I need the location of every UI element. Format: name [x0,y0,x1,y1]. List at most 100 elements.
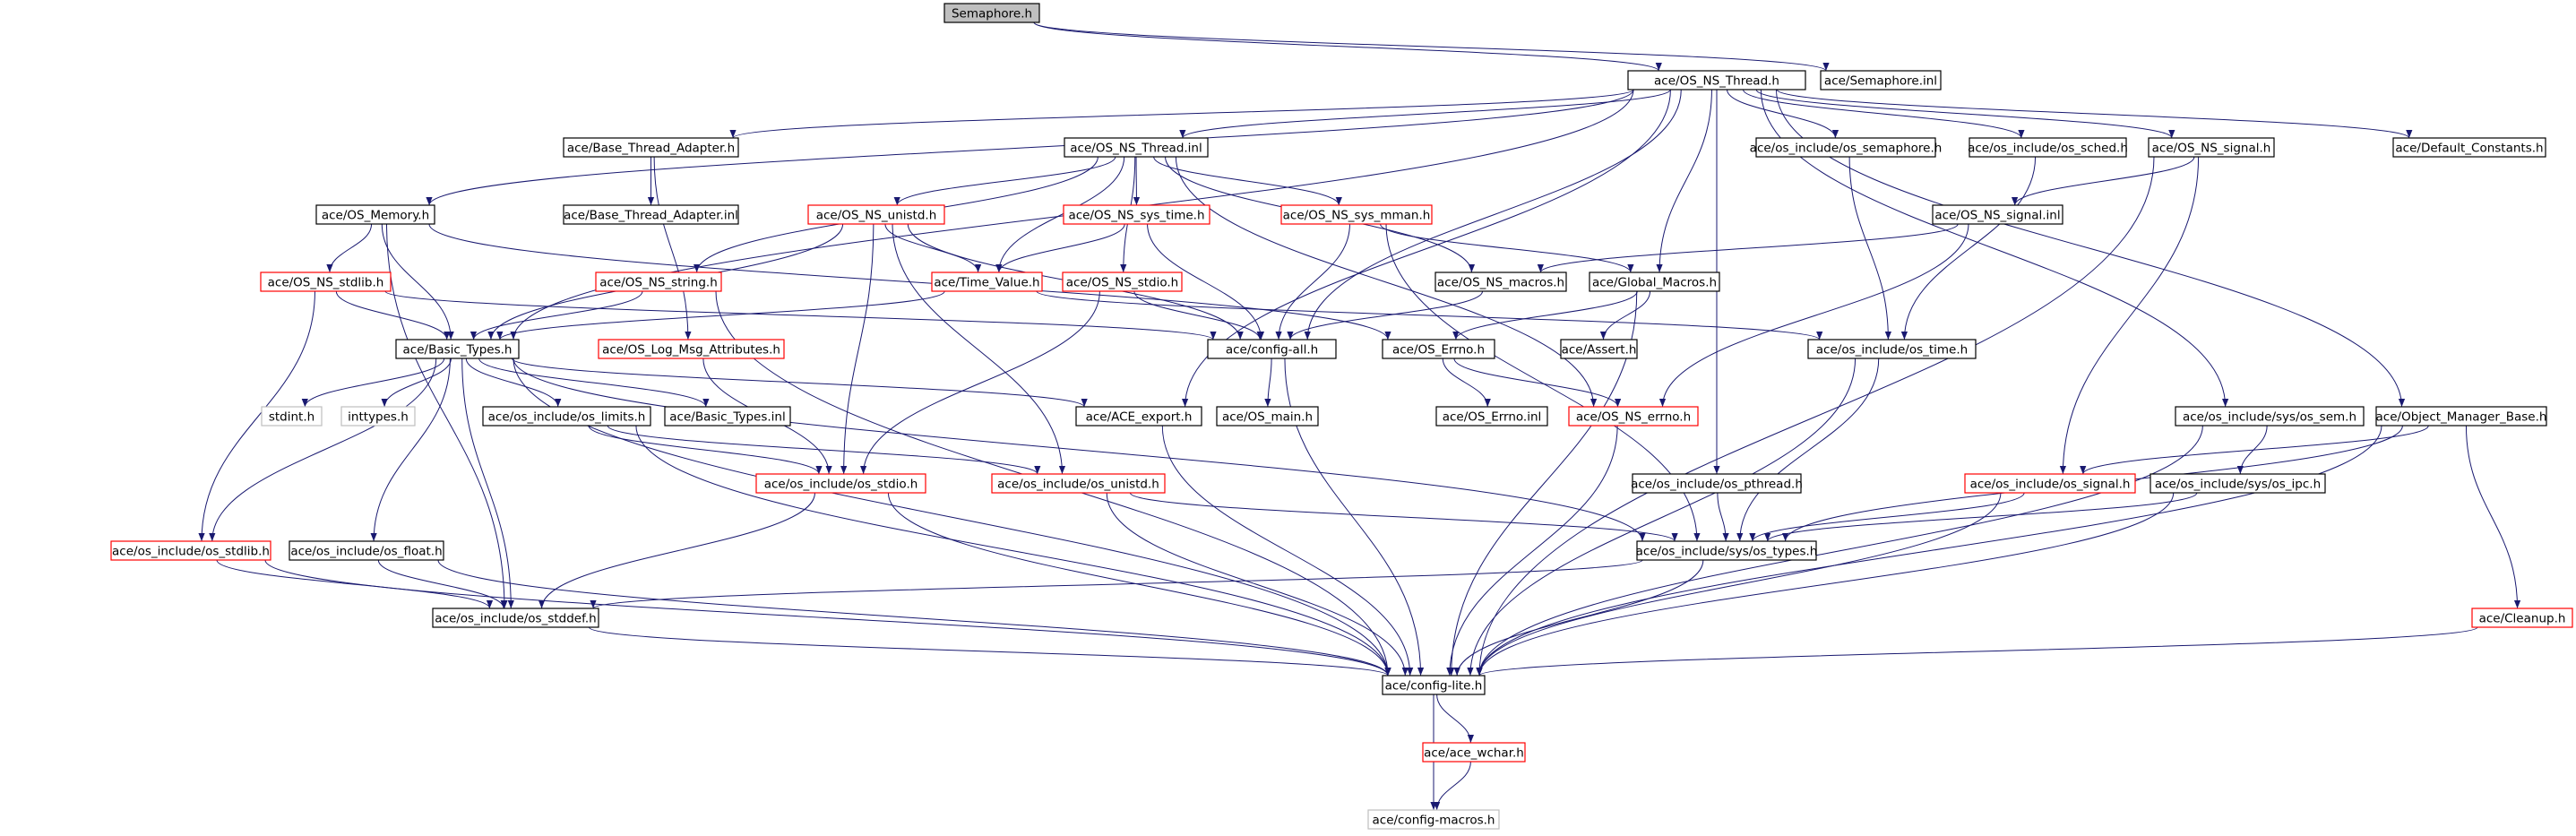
edge-n10-n46 [386,223,508,609]
node-ace-os-ns-signal-h[interactable]: ace/OS_NS_signal.h [2148,137,2275,158]
node-ace-os-include-os-limits-h[interactable]: ace/os_include/os_limits.h [482,406,651,427]
node-semaphore-h[interactable]: Semaphore.h [943,3,1040,23]
node-label: ace/os_include/os_unistd.h [997,478,1159,492]
edge-n43-n46 [216,559,493,609]
node-ace-ace-export-h[interactable]: ace/ACE_export.h [1075,406,1202,427]
node-ace-os-include-os-pthread-h[interactable]: ace/os_include/os_pthread.h [1631,473,1803,494]
node-ace-config-all-h[interactable]: ace/config-all.h [1207,339,1337,359]
node-ace-os-ns-stdlib-h[interactable]: ace/OS_NS_stdlib.h [260,271,392,292]
node-ace-os-log-msg-attributes-h[interactable]: ace/OS_Log_Msg_Attributes.h [598,339,785,359]
node-ace-os-ns-stdio-h[interactable]: ace/OS_NS_stdio.h [1062,271,1183,292]
node-label: ace/OS_Memory.h [322,209,429,223]
node-box [2150,473,2326,494]
node-ace-os-ns-errno-h[interactable]: ace/OS_NS_errno.h [1568,406,1699,427]
node-ace-base-thread-adapter-h[interactable]: ace/Base_Thread_Adapter.h [563,137,739,158]
node-ace-os-ns-macros-h[interactable]: ace/OS_NS_macros.h [1434,271,1567,292]
node-ace-os-include-sys-os-ipc-h[interactable]: ace/os_include/sys/os_ipc.h [2150,473,2326,494]
node-label: ace/OS_NS_macros.h [1437,276,1564,290]
node-ace-os-include-sys-os-sem-h[interactable]: ace/os_include/sys/os_sem.h [2175,406,2365,427]
node-ace-base-thread-adapter-inl[interactable]: ace/Base_Thread_Adapter.inl [563,204,739,225]
edge-n30-n39 [607,425,1041,475]
node-ace-os-ns-sys-mman-h[interactable]: ace/OS_NS_sys_mman.h [1280,204,1433,225]
node-label: ace/os_include/os_stdlib.h [112,545,270,559]
node-ace-global-macros-h[interactable]: ace/Global_Macros.h [1589,271,1720,292]
node-box [1280,204,1433,225]
node-ace-config-lite-h[interactable]: ace/config-lite.h [1382,675,1486,695]
node-ace-os-ns-thread-h[interactable]: ace/OS_NS_Thread.h [1627,70,1806,90]
edge-n12-n18 [884,223,982,273]
node-ace-os-errno-h[interactable]: ace/OS_Errno.h [1382,339,1495,359]
node-ace-default-constants-h[interactable]: ace/Default_Constants.h [2392,137,2546,158]
node-ace-os-include-os-float-h[interactable]: ace/os_include/os_float.h [289,540,444,561]
edge-n22-n28 [301,358,445,408]
node-label: ace/os_include/os_sched.h [1968,142,2128,156]
node-inttypes-h[interactable]: inttypes.h [340,406,416,427]
node-ace-os-include-sys-os-types-h[interactable]: ace/os_include/sys/os_types.h [1636,540,1818,561]
node-box [943,3,1040,23]
edge-n30-n48 [635,425,1391,677]
node-ace-os-ns-unistd-h[interactable]: ace/OS_NS_unistd.h [807,204,945,225]
edge-n1-n3 [1033,22,1830,72]
edge-n15-n20 [1537,223,1959,273]
edge-n10-n25 [428,223,1391,340]
node-label: ace/os_include/os_semaphore.h [1750,142,1943,156]
edge-n42-n48 [1476,492,2175,677]
node-ace-os-include-os-unistd-h[interactable]: ace/os_include/os_unistd.h [991,473,1166,494]
node-ace-os-ns-thread-inl[interactable]: ace/OS_NS_Thread.inl [1064,137,1209,158]
node-ace-os-errno-inl[interactable]: ace/OS_Errno.inl [1435,406,1548,427]
node-ace-os-ns-sys-time-h[interactable]: ace/OS_NS_sys_time.h [1063,204,1210,225]
node-label: ace/OS_NS_Thread.h [1654,74,1779,89]
edge-n22-n43 [209,358,437,542]
edge-n22-n30 [465,358,562,408]
node-label: ace/os_include/os_pthread.h [1631,478,1803,492]
node-ace-os-include-os-stddef-h[interactable]: ace/os_include/os_stddef.h [432,608,599,628]
node-ace-basic-types-inl[interactable]: ace/Basic_Types.inl [664,406,791,427]
node-label: ace/os_include/sys/os_ipc.h [2155,478,2321,492]
edge-n2-n9 [1776,89,2413,139]
node-ace-os-main-h[interactable]: ace/OS_main.h [1216,406,1319,427]
node-box [1063,204,1210,225]
node-label: ace/OS_Errno.h [1392,343,1485,358]
edge-n2-n24 [1304,89,1682,340]
node-label: ace/OS_NS_unistd.h [816,209,937,223]
node-ace-os-include-os-sched-h[interactable]: ace/os_include/os_sched.h [1968,137,2128,158]
node-ace-os-include-os-time-h[interactable]: ace/os_include/os_time.h [1807,339,1977,359]
node-ace-os-include-os-stdio-h[interactable]: ace/os_include/os_stdio.h [755,473,926,494]
node-label: ace/Base_Thread_Adapter.h [567,142,735,156]
node-stdint-h[interactable]: stdint.h [261,406,323,427]
node-label: ace/os_include/sys/os_types.h [1636,545,1818,559]
edge-n2-n36 [1760,89,2229,408]
node-ace-ace-wchar-h[interactable]: ace/ace_wchar.h [1422,742,1526,763]
node-label: inttypes.h [348,410,409,425]
node-box [289,540,444,561]
node-ace-basic-types-h[interactable]: ace/Basic_Types.h [395,339,520,359]
node-label: ace/OS_NS_string.h [599,276,718,290]
node-box [1064,137,1209,158]
node-label: ace/OS_Errno.inl [1443,410,1542,425]
node-ace-os-memory-h[interactable]: ace/OS_Memory.h [315,204,435,225]
node-ace-os-include-os-signal-h[interactable]: ace/os_include/os_signal.h [1964,473,2136,494]
node-ace-assert-h[interactable]: ace/Assert.h [1560,339,1638,359]
node-label: ace/os_include/os_stddef.h [435,612,596,626]
edge-n8-n48 [1476,156,2155,677]
node-box [1434,271,1567,292]
node-ace-object-manager-base-h[interactable]: ace/Object_Manager_Base.h [2375,406,2547,427]
edge-n2-n5 [1179,89,1671,139]
edge-n27-n45 [1736,358,1880,542]
node-ace-config-macros-h[interactable]: ace/config-macros.h [1367,809,1500,830]
node-box [1568,406,1699,427]
node-box [1216,406,1319,427]
node-box [1062,271,1183,292]
node-box [1932,204,2063,225]
node-ace-os-ns-string-h[interactable]: ace/OS_NS_string.h [595,271,722,292]
node-ace-time-value-h[interactable]: ace/Time_Value.h [931,271,1043,292]
node-ace-semaphore-inl[interactable]: ace/Semaphore.inl [1820,70,1942,90]
node-ace-os-include-os-semaphore-h[interactable]: ace/os_include/os_semaphore.h [1750,137,1943,158]
edge-n12-n39 [892,223,1066,475]
edge-n46-n48 [588,626,1391,677]
node-label: ace/Assert.h [1562,343,1637,358]
node-ace-os-include-os-stdlib-h[interactable]: ace/os_include/os_stdlib.h [110,540,271,561]
node-ace-os-ns-signal-inl[interactable]: ace/OS_NS_signal.inl [1932,204,2063,225]
edge-n16-n22 [335,290,451,340]
node-ace-cleanup-h[interactable]: ace/Cleanup.h [2471,608,2573,628]
